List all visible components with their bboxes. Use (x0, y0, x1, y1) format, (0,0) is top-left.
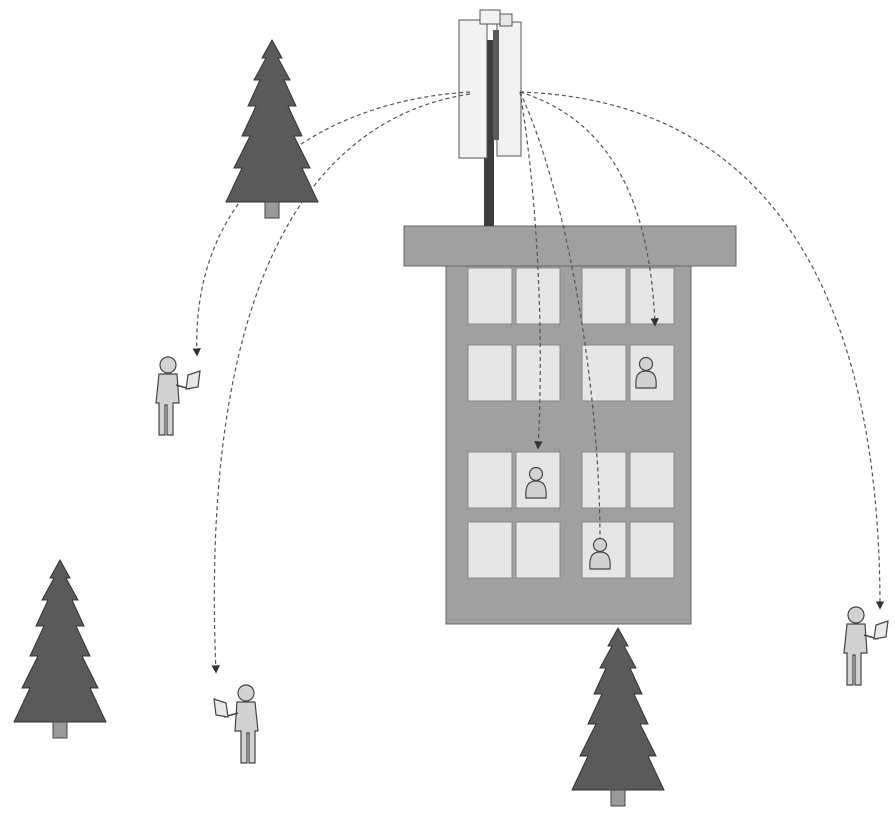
cell-tower-antenna-icon (459, 10, 521, 226)
user-with-laptop-icon (214, 685, 258, 763)
signal-path (197, 92, 470, 355)
user-with-laptop-icon (844, 607, 888, 685)
user-with-laptop-icon (156, 357, 200, 435)
pine-tree-icon (226, 40, 318, 218)
pine-tree-icon (572, 628, 664, 806)
pine-tree-icon (14, 560, 106, 738)
office-building-icon (404, 226, 736, 624)
